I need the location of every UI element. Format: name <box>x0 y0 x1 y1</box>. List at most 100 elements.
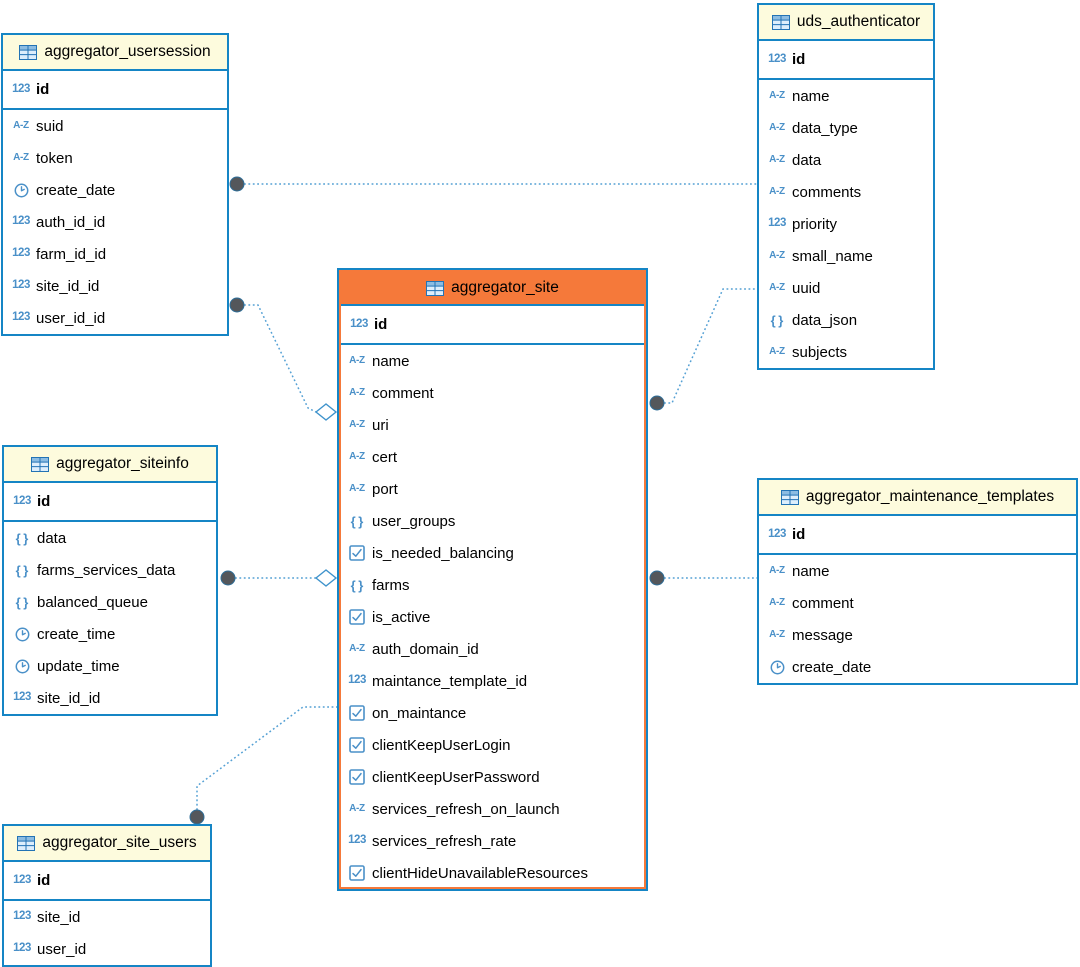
pk-column-row[interactable]: 123 id <box>4 862 210 901</box>
column-name: maintance_template_id <box>372 672 528 690</box>
entity-header[interactable]: uds_authenticator <box>759 5 933 41</box>
column-row[interactable]: create_date <box>759 651 1076 683</box>
column-row[interactable]: is_active <box>339 601 646 633</box>
entity-header[interactable]: aggregator_siteinfo <box>4 447 216 483</box>
entity-header[interactable]: aggregator_site_users <box>4 826 210 862</box>
column-name: name <box>792 562 830 580</box>
column-row[interactable]: create_time <box>4 618 216 650</box>
column-name: is_active <box>372 608 431 626</box>
connection-aggregator_site_users-to-aggregator_site[interactable] <box>189 706 337 825</box>
column-name: id <box>792 526 806 543</box>
column-name: comment <box>792 594 854 612</box>
json-type-icon: { } <box>770 312 784 328</box>
connection-aggregator_usersession-to-aggregator_site[interactable] <box>229 297 338 421</box>
connection-aggregator_usersession-to-uds_authenticator[interactable] <box>229 176 757 192</box>
entity-header[interactable]: aggregator_site <box>341 272 644 306</box>
column-row[interactable]: update_time <box>4 650 216 682</box>
column-row[interactable]: is_needed_balancing <box>339 537 646 569</box>
column-name: small_name <box>792 247 873 265</box>
column-row[interactable]: clientKeepUserLogin <box>339 729 646 761</box>
column-row[interactable]: { }data <box>4 522 216 554</box>
column-row[interactable]: { }user_groups <box>339 505 646 537</box>
column-name: user_id_id <box>36 309 106 327</box>
text-type-icon: A-Z <box>349 451 365 462</box>
column-name: farms_services_data <box>37 561 176 579</box>
column-row[interactable]: { }data_json <box>759 304 933 336</box>
connection-aggregator_siteinfo-to-aggregator_site[interactable] <box>220 569 338 587</box>
entity-header[interactable]: aggregator_usersession <box>3 35 227 71</box>
column-row[interactable]: { } farms_services_data <box>4 554 216 586</box>
entity-title: aggregator_site <box>451 279 559 296</box>
boolean-type-icon <box>349 609 365 625</box>
column-name: subjects <box>792 343 848 361</box>
text-type-icon: A-Z <box>769 186 785 197</box>
text-type-icon: A-Z <box>349 419 365 430</box>
column-row[interactable]: clientKeepUserPassword <box>339 761 646 793</box>
connection-dot <box>649 395 665 411</box>
column-row[interactable]: clientHideUnavailableResources <box>339 857 646 889</box>
connection-aggregator_site-to-uds_authenticator[interactable] <box>649 288 757 411</box>
column-name: services_refresh_rate <box>372 832 517 850</box>
entity-header[interactable]: aggregator_maintenance_templates <box>759 480 1076 516</box>
boolean-type-icon <box>349 705 365 721</box>
column-row[interactable]: { }farms <box>339 569 646 601</box>
column-name: create_time <box>37 625 116 643</box>
datetime-type-icon <box>15 627 29 641</box>
number-type-icon: 123 <box>13 873 31 886</box>
column-row[interactable]: create_date <box>3 174 227 206</box>
connection-dot <box>649 570 665 586</box>
connection-aggregator_site-to-aggregator_maintenance_templates[interactable] <box>649 570 757 586</box>
column-row[interactable]: { }balanced_queue <box>4 586 216 618</box>
json-type-icon: { } <box>15 562 29 578</box>
text-type-icon: A-Z <box>349 387 365 398</box>
text-type-icon: A-Z <box>769 90 785 101</box>
column-name: auth_id_id <box>36 213 106 231</box>
column-name: clientKeepUserLogin <box>372 736 511 754</box>
number-type-icon: 123 <box>13 910 31 923</box>
column-row[interactable]: on_maintance <box>339 697 646 729</box>
column-name: id <box>37 872 51 889</box>
table-icon <box>31 456 50 472</box>
